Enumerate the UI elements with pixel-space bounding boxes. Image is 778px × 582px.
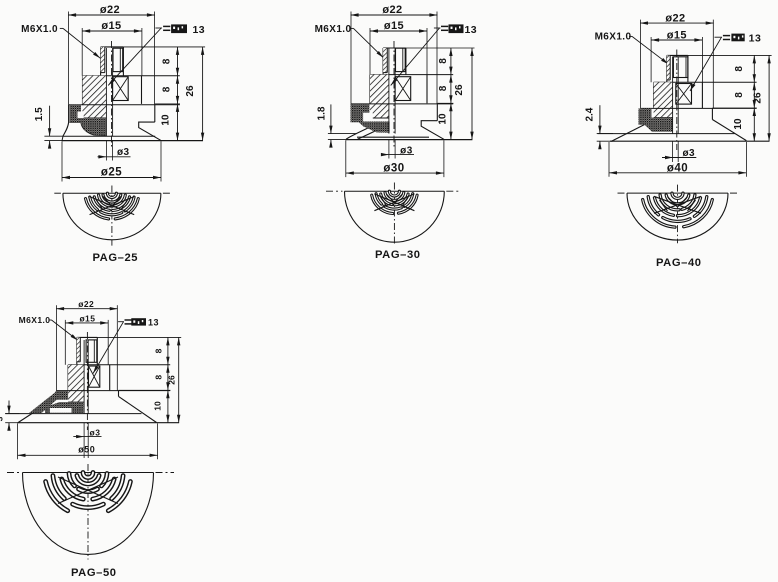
svg-text:8: 8 bbox=[734, 66, 745, 72]
svg-text:ø22: ø22 bbox=[100, 4, 120, 16]
svg-text:ø22: ø22 bbox=[665, 12, 685, 24]
svg-text:26: 26 bbox=[752, 92, 763, 104]
svg-text:ø22: ø22 bbox=[382, 4, 402, 16]
svg-text:26: 26 bbox=[167, 375, 177, 385]
svg-text:ø50: ø50 bbox=[78, 444, 95, 454]
svg-text:1.5: 1.5 bbox=[34, 107, 45, 121]
svg-text:26: 26 bbox=[185, 85, 196, 97]
svg-text:8: 8 bbox=[161, 86, 172, 92]
svg-text:PAG–30: PAG–30 bbox=[375, 249, 421, 261]
svg-text:8: 8 bbox=[438, 58, 449, 64]
svg-text:ø15: ø15 bbox=[667, 29, 687, 41]
svg-text:ø22: ø22 bbox=[78, 299, 94, 309]
svg-text:ø15: ø15 bbox=[79, 313, 95, 323]
svg-text:26: 26 bbox=[454, 84, 465, 96]
svg-text:10: 10 bbox=[161, 114, 172, 126]
svg-text:10: 10 bbox=[438, 113, 449, 125]
svg-text:M6X1.0: M6X1.0 bbox=[19, 315, 51, 325]
svg-text:8: 8 bbox=[734, 92, 745, 98]
svg-text:PAG–40: PAG–40 bbox=[656, 257, 702, 269]
svg-text:2.4: 2.4 bbox=[585, 107, 596, 121]
svg-text:PAG–25: PAG–25 bbox=[92, 252, 138, 264]
svg-text:13: 13 bbox=[464, 24, 477, 36]
svg-text:13: 13 bbox=[192, 24, 205, 36]
svg-text:10: 10 bbox=[733, 118, 744, 130]
svg-text:M6X1.0: M6X1.0 bbox=[595, 32, 632, 43]
svg-text:8: 8 bbox=[438, 85, 449, 91]
svg-text:M6X1.0: M6X1.0 bbox=[21, 24, 58, 35]
svg-text:1.8: 1.8 bbox=[316, 106, 327, 120]
svg-text:ø3: ø3 bbox=[682, 148, 695, 159]
svg-text:8: 8 bbox=[161, 58, 172, 64]
svg-text:PAG–50: PAG–50 bbox=[71, 567, 117, 579]
svg-text:13: 13 bbox=[749, 33, 762, 45]
svg-text:ø3: ø3 bbox=[90, 427, 101, 437]
svg-text:M6X1.0: M6X1.0 bbox=[315, 24, 352, 35]
svg-text:ø3: ø3 bbox=[117, 147, 130, 158]
svg-text:3: 3 bbox=[0, 416, 5, 421]
svg-text:ø25: ø25 bbox=[101, 167, 122, 179]
svg-text:ø15: ø15 bbox=[101, 20, 121, 32]
svg-text:ø15: ø15 bbox=[384, 20, 404, 32]
svg-text:8: 8 bbox=[154, 348, 164, 353]
svg-text:ø30: ø30 bbox=[383, 162, 404, 174]
svg-text:ø3: ø3 bbox=[400, 145, 413, 156]
svg-text:13: 13 bbox=[148, 318, 159, 328]
svg-text:ø40: ø40 bbox=[667, 162, 688, 174]
svg-text:10: 10 bbox=[153, 401, 163, 411]
svg-text:8: 8 bbox=[154, 375, 164, 380]
